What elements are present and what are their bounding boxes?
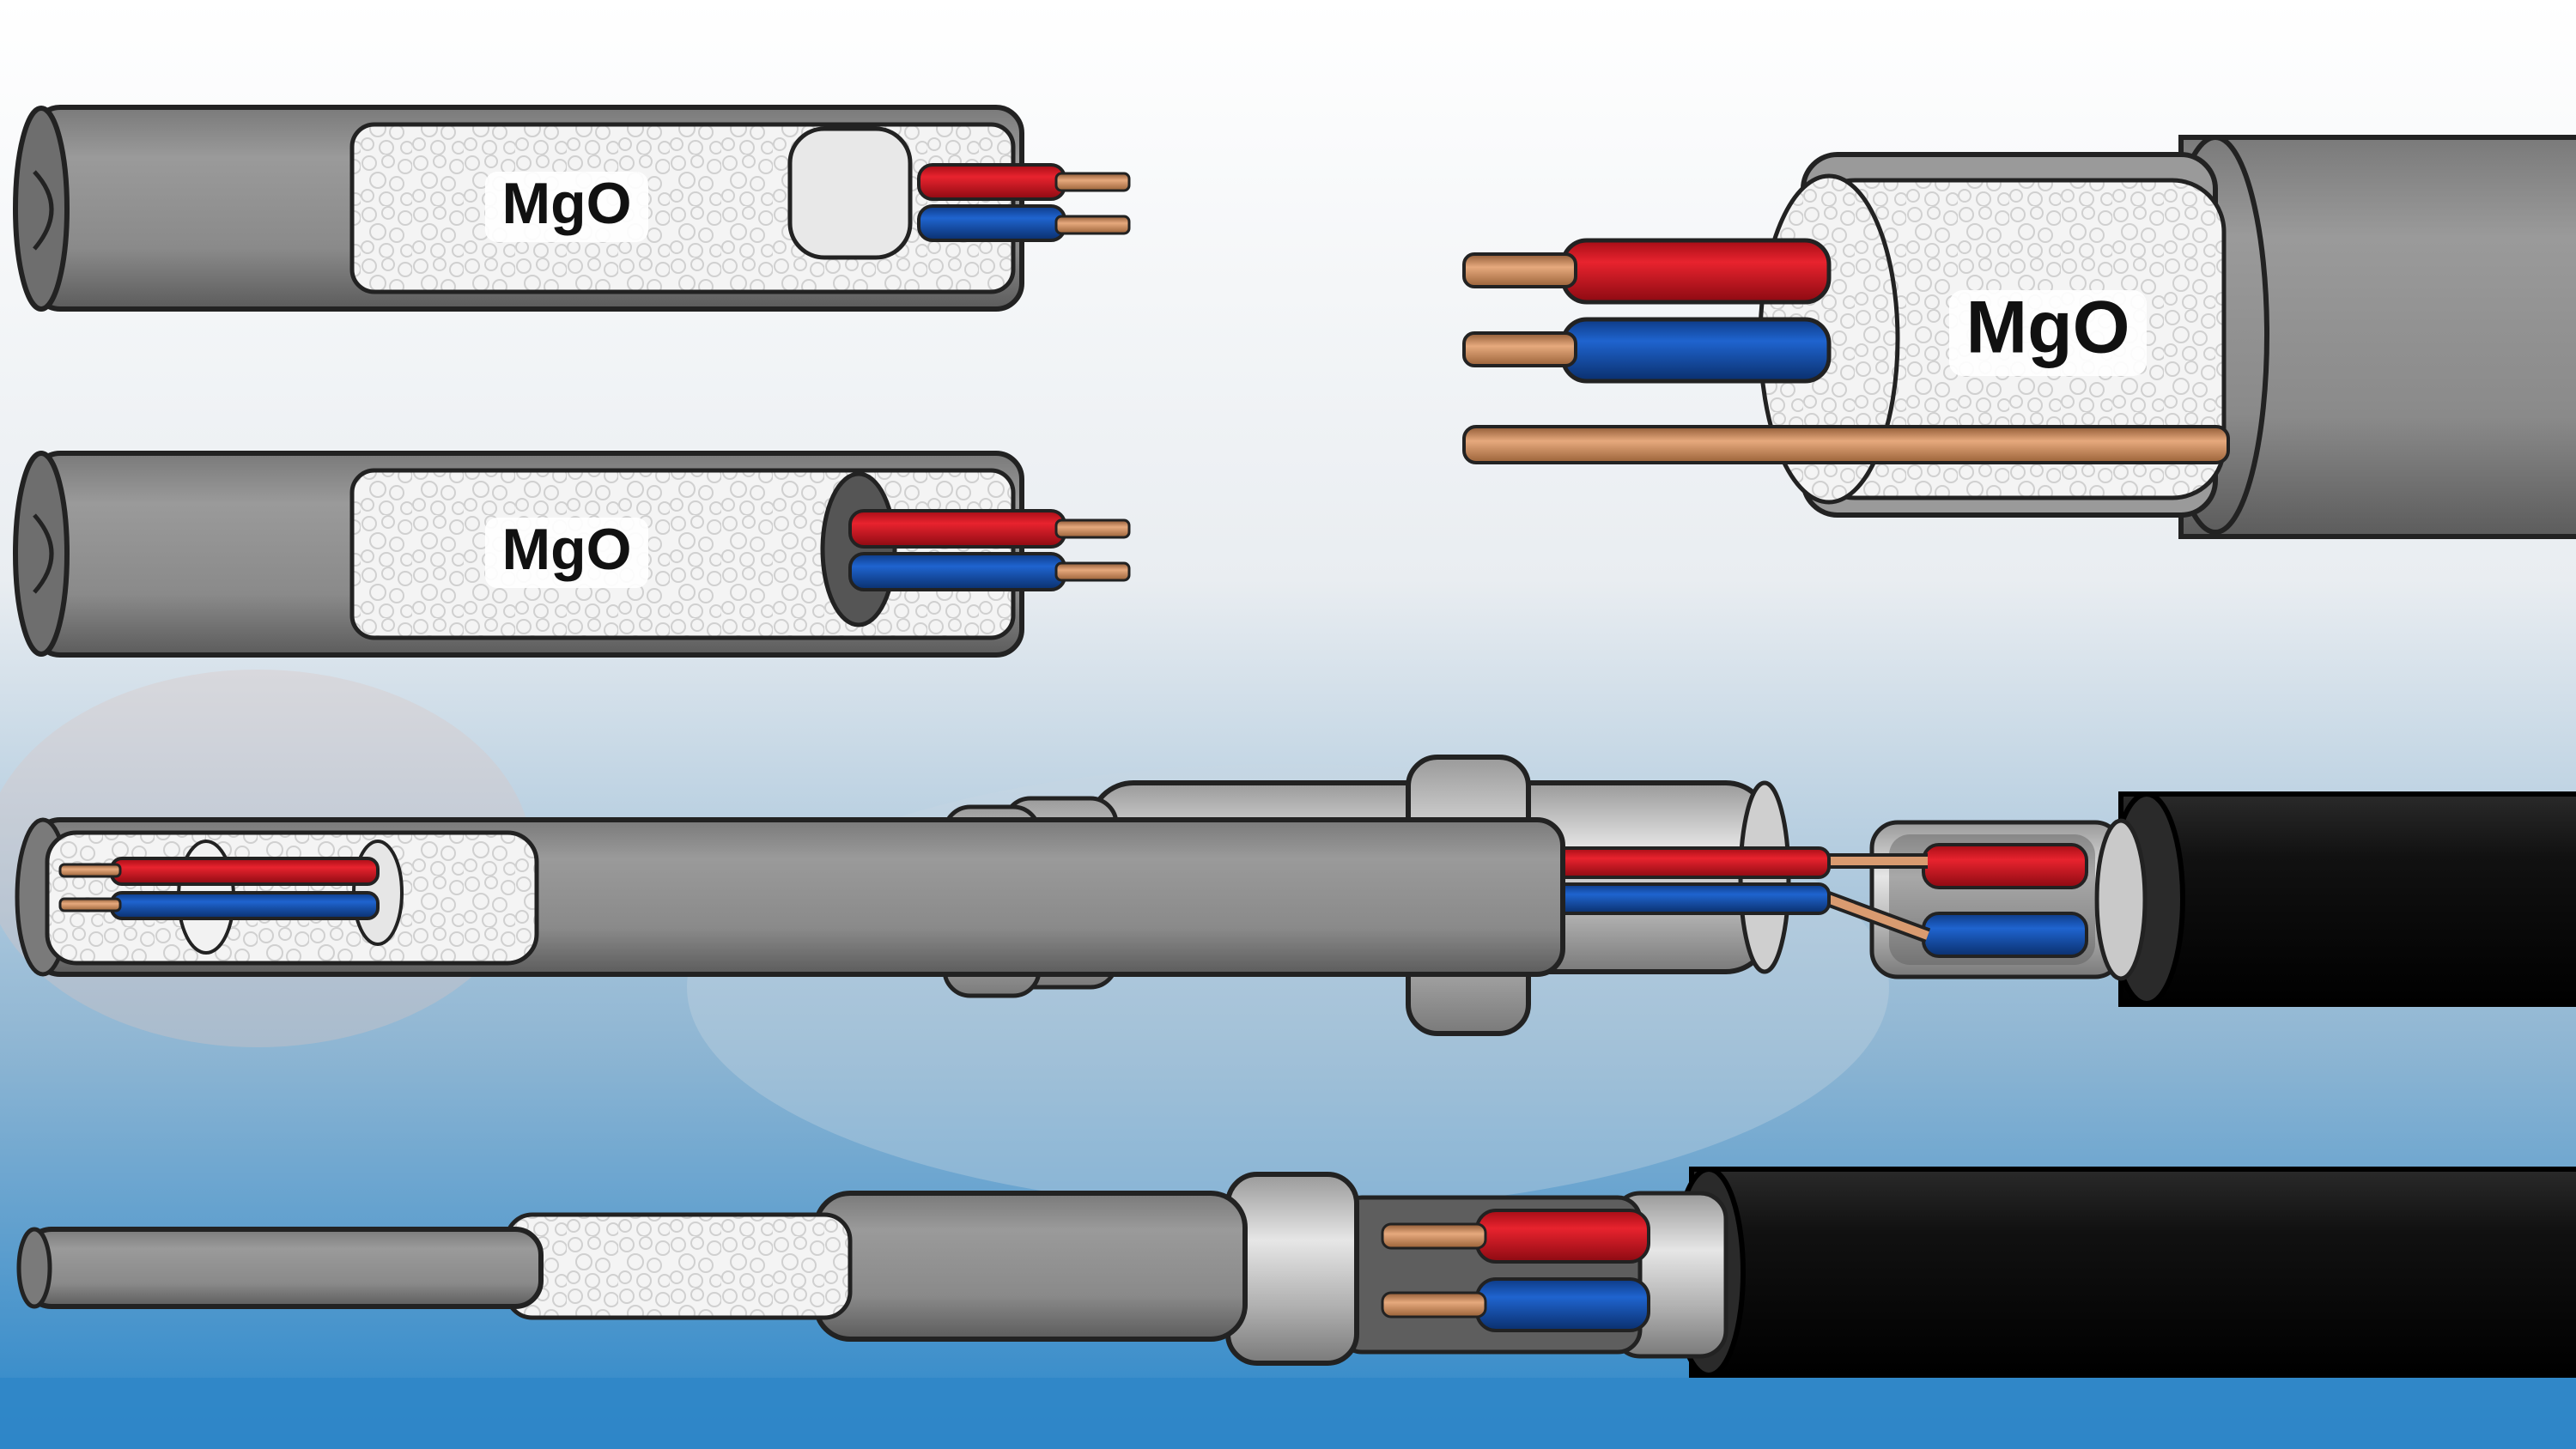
copper-core [1381,1291,1487,1319]
blue-conductor [848,552,1066,591]
red-conductor [1475,1209,1650,1264]
earth-copper-conductor [1462,425,2230,464]
red-conductor [1922,843,2088,889]
copper-core [1054,215,1131,235]
blue-conductor [110,891,380,920]
blue-conductor [1552,882,1831,915]
red-conductor [848,509,1066,549]
red-conductor [1560,238,1832,305]
bottom-band [0,1378,2576,1449]
copper-core [1054,561,1131,582]
cable-bottom-assembly [16,1167,2576,1378]
cable-top-left: MgO [13,105,1131,312]
red-conductor [110,857,380,886]
cable-gland-assembly [15,755,2576,1036]
mgo-label-top-right: MgO [1965,287,2129,369]
cable-mid-left: MgO [13,451,1131,658]
red-conductor [1552,846,1831,879]
mgo-fill-bottom [504,1212,853,1320]
copper-core [58,897,122,912]
copper-core [1054,518,1131,539]
mgo-fill-top-left [349,122,1016,294]
mgo-label-top-left: MgO [501,171,631,236]
copper-core [1462,252,1577,288]
copper-core [1381,1222,1487,1250]
blue-conductor [1560,317,1832,384]
copper-core [1054,172,1131,192]
cable-top-right: MgO [1462,135,2576,539]
copper-core [58,863,122,878]
blue-conductor [1475,1277,1650,1332]
red-conductor [917,163,1066,201]
blue-conductor [917,204,1066,242]
blue-conductor [1922,912,2088,958]
mgo-label-mid-left: MgO [501,517,631,582]
copper-core [1462,331,1577,367]
